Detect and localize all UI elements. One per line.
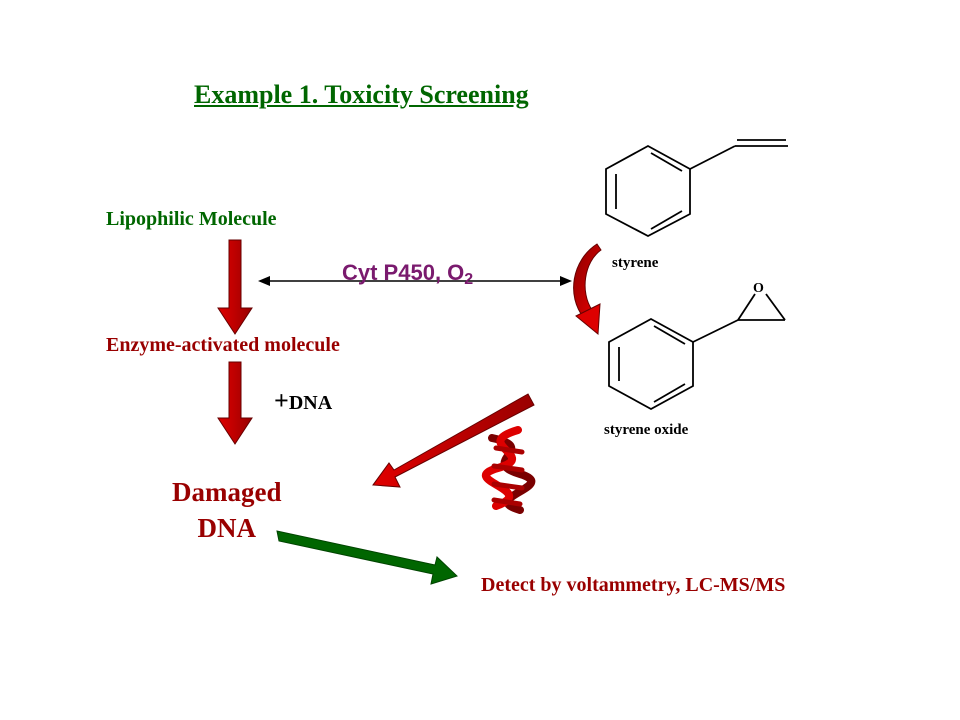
cyt-main-text: Cyt P450, O bbox=[342, 260, 465, 285]
styrene-oxide-structure bbox=[608, 293, 786, 411]
cyt-connector-line bbox=[258, 276, 572, 286]
damaged-line1: Damaged bbox=[172, 477, 282, 507]
styrene-structure bbox=[605, 139, 788, 238]
epoxide-oxygen-label: O bbox=[753, 281, 764, 296]
page-title: Example 1. Toxicity Screening bbox=[194, 80, 529, 109]
cyt-subscript: 2 bbox=[464, 271, 474, 288]
down-arrow-2 bbox=[217, 361, 253, 445]
down-arrow-1 bbox=[217, 239, 253, 335]
damaged-dna-label: Damaged DNA bbox=[172, 474, 282, 546]
dna-helix-icon bbox=[481, 426, 536, 514]
plus-dna-label: +DNA bbox=[274, 386, 332, 416]
plus-sign: + bbox=[274, 386, 289, 415]
diagonal-red-arrow bbox=[372, 393, 535, 488]
green-detect-arrow bbox=[276, 530, 458, 585]
styrene-label: styrene bbox=[612, 255, 659, 271]
lipophilic-molecule-label: Lipophilic Molecule bbox=[106, 208, 277, 230]
reaction-curve-arrow bbox=[573, 243, 602, 336]
styrene-oxide-label: styrene oxide bbox=[604, 422, 689, 438]
enzyme-activated-label: Enzyme-activated molecule bbox=[106, 334, 340, 356]
dna-label: DNA bbox=[288, 392, 333, 414]
detect-label: Detect by voltammetry, LC-MS/MS bbox=[481, 574, 786, 596]
cyt-p450-label: Cyt P450, O2 bbox=[342, 260, 474, 288]
damaged-line2: DNA bbox=[197, 513, 257, 543]
